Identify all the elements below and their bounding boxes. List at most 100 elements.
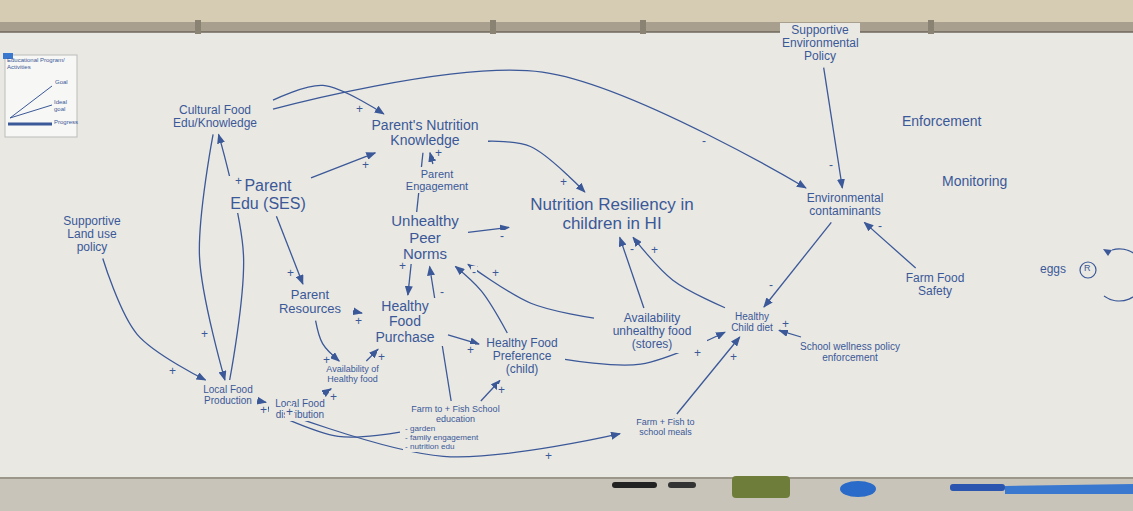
variable-name: Parent Engagement: [394, 168, 480, 192]
polarity-sign: +: [200, 328, 209, 340]
causal-arrow: [273, 70, 806, 188]
note-label: Monitoring: [942, 174, 1007, 189]
variable-name: Farm + Fish to school meals: [625, 418, 706, 438]
variable-name: Parent's Nutrition Knowledge: [367, 118, 483, 149]
causal-arrow: [620, 237, 644, 308]
variable-label: Environmental contaminants: [790, 191, 900, 219]
polarity-sign: -: [439, 286, 445, 298]
variable-name: Cultural Food Edu/Knowledge: [162, 104, 268, 130]
marker: [612, 482, 657, 488]
causal-arrow: [260, 401, 266, 402]
variable-name: Healthy Food Preference (child): [484, 337, 560, 377]
chart-line: [10, 86, 52, 118]
polarity-sign: -: [499, 230, 505, 242]
variable-name: Healthy Child diet: [730, 311, 774, 333]
polarity-sign: +: [377, 351, 386, 363]
tape-strip: [1005, 484, 1133, 494]
variable-label: Supportive Environmental Policy: [780, 23, 860, 65]
loop-arrowhead: [1103, 249, 1112, 256]
variable-name: Nutrition Resiliency in children in HI: [514, 196, 710, 233]
variable-name: Supportive Land use policy: [54, 215, 130, 255]
polarity-sign: -: [629, 243, 635, 255]
polarity-sign: -: [768, 279, 774, 291]
variable-name: Supportive Environmental Policy: [782, 24, 858, 64]
note-label: Progress: [54, 119, 77, 126]
note-label: R: [1084, 264, 1091, 274]
tray-edge: [0, 477, 1133, 479]
list-item: - garden: [405, 425, 506, 434]
polarity-sign: +: [650, 244, 659, 256]
polarity-sign: +: [434, 147, 443, 159]
variable-label: Supportive Land use policy: [52, 214, 132, 256]
causal-arrow: [488, 141, 585, 192]
rail-hook: [640, 20, 646, 34]
polarity-sign: -: [877, 220, 883, 232]
map-rail: [0, 22, 1133, 32]
variable-name: Healthy Food Purchase: [367, 299, 443, 345]
variable-name: Farm Food Safety: [902, 272, 968, 298]
causal-arrow: [219, 134, 244, 380]
causal-arrow: [633, 237, 725, 307]
polarity-sign: +: [322, 354, 331, 366]
polarity-sign: +: [398, 260, 407, 272]
variable-name: School wellness policy enforcement: [787, 341, 913, 363]
variable-label: Farm to + Fish School education- garden-…: [403, 404, 508, 452]
variable-name: Environmental contaminants: [792, 192, 898, 218]
loop-badge: [1080, 262, 1096, 278]
causal-arrow: [353, 311, 362, 313]
polarity-sign: +: [355, 103, 364, 115]
polarity-sign: +: [693, 347, 702, 359]
variable-label: Cultural Food Edu/Knowledge: [160, 103, 270, 131]
variable-label: Farm + Fish to school meals: [623, 417, 708, 439]
polarity-sign: +: [497, 384, 506, 396]
causal-arrow: [468, 264, 594, 318]
causal-arrow: [430, 153, 433, 164]
causal-arrow: [764, 222, 831, 307]
paper-sheet: [5, 55, 77, 137]
causal-arrow: [311, 153, 375, 178]
note-label: Educational Program/ Activities: [7, 57, 75, 70]
causal-arrow: [779, 330, 801, 337]
variable-name: Parent Resources: [272, 288, 348, 317]
causal-arrow: [448, 335, 479, 344]
variable-label: Healthy Food Preference (child): [482, 336, 562, 378]
variable-label: Unhealthy Peer Norms: [385, 212, 465, 264]
causal-arrow: [276, 216, 302, 284]
variable-label: Healthy Child diet: [728, 310, 776, 334]
variable-name: Availability unhealthy food (stores): [599, 312, 705, 352]
variable-label: Nutrition Resiliency in children in HI: [512, 195, 712, 234]
eraser-cloth: [732, 476, 790, 498]
polarity-sign: +: [285, 406, 294, 418]
chart-line: [8, 123, 52, 126]
polarity-sign: +: [781, 318, 790, 330]
variable-label: Availability of Healthy food: [315, 364, 390, 386]
polarity-sign: +: [354, 315, 363, 327]
polarity-sign: +: [491, 267, 500, 279]
causal-arrow: [864, 222, 915, 268]
rail-hook: [195, 20, 201, 34]
polarity-sign: +: [466, 344, 475, 356]
causal-arrow: [455, 267, 507, 334]
note-label: Ideal goal: [54, 99, 77, 112]
reinforcing-loop: [1104, 249, 1133, 301]
list-item: - nutrition edu: [405, 443, 506, 452]
polarity-sign: -: [471, 266, 477, 278]
polarity-sign: +: [329, 391, 338, 403]
variable-label: Local Food Production: [199, 383, 257, 407]
variable-name: Unhealthy Peer Norms: [387, 213, 463, 263]
variable-label: Parent Resources: [270, 287, 350, 318]
polarity-sign: +: [286, 267, 295, 279]
variable-label: Local Food distribution: [269, 397, 331, 421]
causal-arrow: [824, 68, 843, 188]
causal-arrow: [199, 134, 225, 380]
polarity-sign: +: [544, 450, 553, 462]
polarity-sign: +: [234, 175, 243, 187]
chart-line: [10, 105, 52, 118]
rail-edge: [0, 31, 1133, 33]
variable-name: Local Food Production: [201, 384, 255, 406]
variable-label: Parent's Nutrition Knowledge: [365, 117, 485, 150]
note-label: eggs: [1040, 263, 1066, 276]
